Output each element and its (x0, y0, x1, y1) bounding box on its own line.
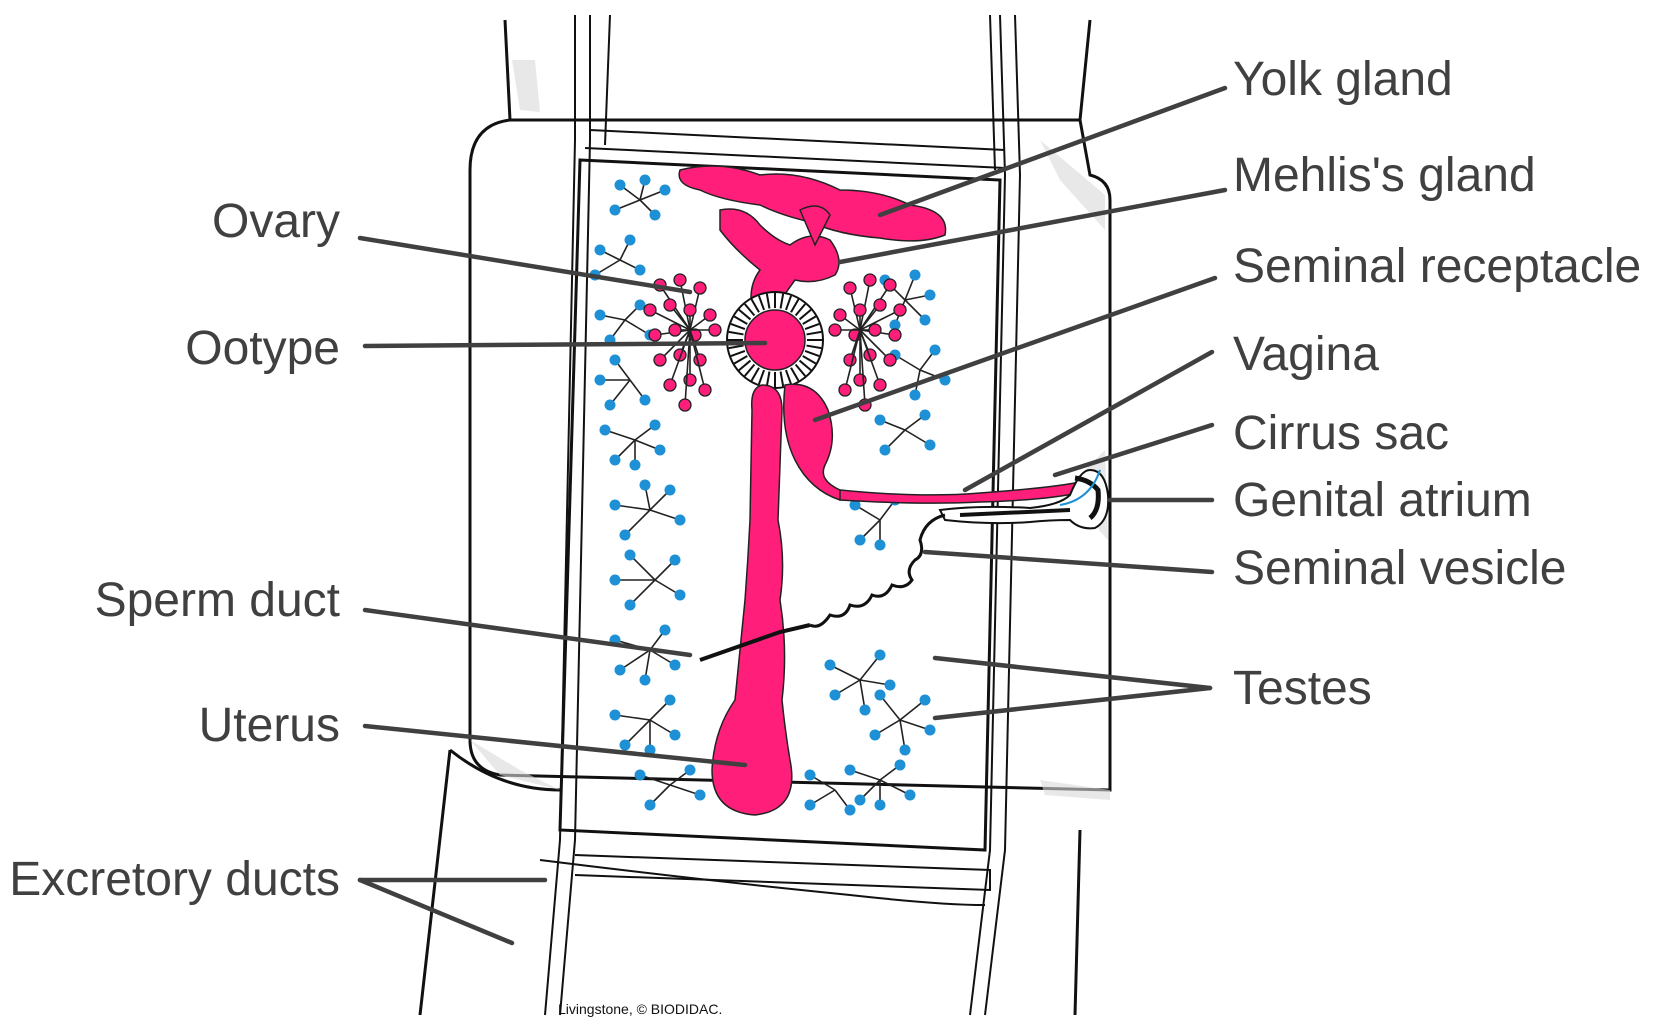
mehlis-gland-shape (719, 205, 840, 321)
ovary-right (828, 273, 907, 412)
leader-seminal-vesicle (922, 549, 1215, 575)
leader-mehlis-gland (837, 187, 1228, 265)
cirrus-sac-shape (938, 468, 1110, 530)
label-excretory-ducts: Excretory ducts (9, 853, 340, 906)
leader-vagina (962, 349, 1215, 493)
label-sperm-duct: Sperm duct (95, 574, 340, 627)
label-uterus: Uterus (199, 699, 340, 752)
leader-testes-2 (932, 685, 1213, 721)
label-ootype: Ootype (185, 322, 340, 375)
label-testes: Testes (1233, 662, 1372, 715)
leader-seminal-receptacle (812, 275, 1218, 423)
labels: Yolk gland Mehlis's gland Seminal recept… (9, 53, 1641, 1017)
leader-testes-1 (932, 655, 1213, 691)
label-vagina: Vagina (1233, 328, 1379, 381)
label-seminal-vesicle: Seminal vesicle (1233, 542, 1566, 595)
leader-lines (357, 85, 1228, 946)
ootype-shape (726, 291, 824, 389)
yolk-gland-shape (678, 165, 947, 242)
credit-text: Livingstone, © BIODIDAC. (558, 1001, 722, 1017)
leader-excretory-ducts-2 (357, 877, 515, 946)
label-genital-atrium: Genital atrium (1233, 474, 1532, 527)
label-yolk-gland: Yolk gland (1233, 53, 1453, 106)
leader-cirrus-sac (1052, 422, 1215, 478)
leader-yolk-gland (877, 85, 1228, 218)
leader-sperm-duct (362, 607, 693, 658)
uterus-shape (711, 384, 793, 816)
testes (589, 174, 951, 816)
leader-uterus (362, 723, 748, 768)
seminal-vesicle-shape (699, 513, 946, 662)
label-mehlis-gland: Mehlis's gland (1233, 149, 1536, 202)
leader-ootype (362, 340, 768, 349)
label-cirrus-sac: Cirrus sac (1233, 407, 1449, 460)
inner-field (558, 147, 1006, 852)
leader-ovary (357, 235, 693, 295)
label-ovary: Ovary (212, 195, 340, 248)
label-seminal-receptacle: Seminal receptacle (1233, 240, 1641, 293)
